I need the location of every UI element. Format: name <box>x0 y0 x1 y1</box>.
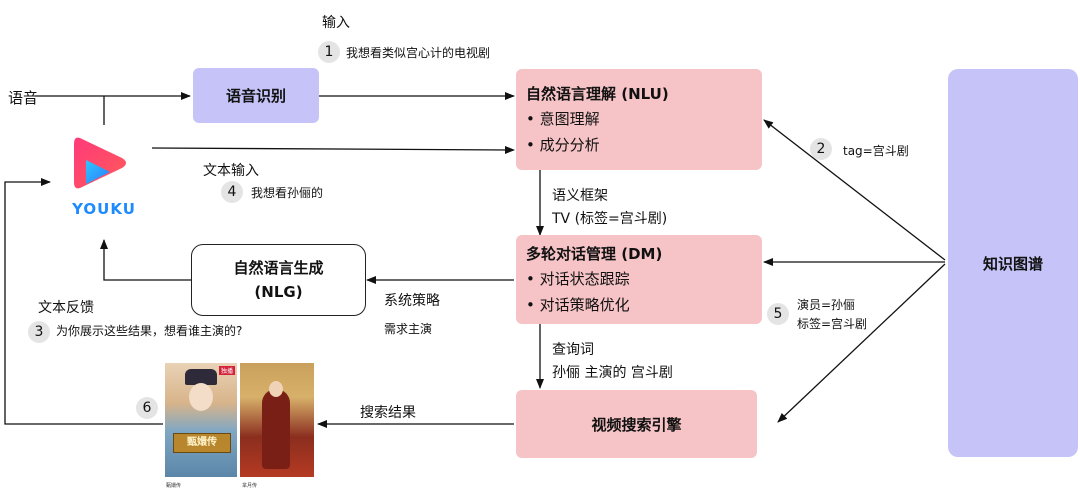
dm-bullet-2: • 对话策略优化 <box>526 295 630 314</box>
knowledge-graph-box: 知识图谱 <box>948 69 1078 457</box>
label-semantic-frame: 语义框架 <box>552 188 608 204</box>
poster-mi-yue <box>240 363 314 477</box>
youku-wordmark: YOUKU <box>72 200 136 218</box>
label-system-strategy: 系统策略 <box>384 293 440 309</box>
label-text-feedback: 文本反馈 <box>38 300 94 316</box>
poster-zhen-huan: 独播 甄嬛传 <box>165 363 237 477</box>
nlg-box: 自然语言生成 (NLG) <box>191 244 366 316</box>
step-text-1: 我想看类似宫心计的电视剧 <box>346 46 491 60</box>
label-search-results: 搜索结果 <box>360 405 416 421</box>
dm-bullet-1: • 对话状态跟踪 <box>526 269 630 288</box>
label-tag-kv: 标签=宫斗剧 <box>797 317 868 331</box>
dm-title: 多轮对话管理 (DM) <box>526 244 663 263</box>
poster-face-icon-2 <box>269 381 283 397</box>
nlg-line-2: (NLG) <box>254 283 303 301</box>
asr-label: 语音识别 <box>225 87 286 105</box>
step-badge-4: 4 <box>221 181 243 203</box>
arrow-nlg-to-logo <box>100 239 191 281</box>
label-input: 输入 <box>322 15 350 31</box>
poster-badge: 独播 <box>218 366 235 375</box>
arrow-kg-to-nlu <box>763 119 946 261</box>
nlu-box: 自然语言理解 (NLU) • 意图理解 • 成分分析 <box>516 69 762 170</box>
label-tv-tag: TV (标签=宫斗剧) <box>552 211 668 227</box>
nlu-bullet-2: • 成分分析 <box>526 135 600 154</box>
nlg-line-1: 自然语言生成 <box>233 259 324 277</box>
step-badge-1: 1 <box>318 41 340 63</box>
arrow-kg-to-search <box>777 263 946 423</box>
asr-box: 语音识别 <box>193 68 319 123</box>
poster-caption-2: 芈月传 <box>242 483 258 489</box>
nlu-title: 自然语言理解 (NLU) <box>526 84 669 103</box>
step-badge-3: 3 <box>28 321 50 343</box>
label-voice: 语音 <box>8 89 39 107</box>
label-text-input: 文本输入 <box>203 163 259 179</box>
nlu-bullet-1: • 意图理解 <box>526 109 600 128</box>
poster-title-plaque: 甄嬛传 <box>173 433 231 453</box>
step-text-4: 我想看孙俪的 <box>251 186 324 200</box>
search-engine-label: 视频搜索引擎 <box>591 415 682 434</box>
step-badge-2: 2 <box>810 138 832 160</box>
poster-caption-1: 甄嬛传 <box>166 483 182 489</box>
step-badge-5: 5 <box>767 303 789 325</box>
poster-headdress-icon <box>185 369 217 385</box>
dm-box: 多轮对话管理 (DM) • 对话状态跟踪 • 对话策略优化 <box>516 235 762 324</box>
poster-face-icon <box>189 383 213 411</box>
label-query-value: 孙俪 主演的 宫斗剧 <box>552 365 673 381</box>
step-badge-6: 6 <box>136 397 158 419</box>
poster-figure-icon <box>262 389 290 469</box>
arrow-posters-to-logo <box>4 178 163 425</box>
label-query: 查询词 <box>552 342 594 358</box>
youku-logo: YOUKU <box>64 132 144 222</box>
step-text-3: 为你展示这些结果，想看谁主演的? <box>56 324 243 338</box>
label-kg-tag: tag=宫斗剧 <box>843 144 909 158</box>
search-engine-box: 视频搜索引擎 <box>516 390 757 458</box>
youku-play-icon <box>74 137 126 189</box>
knowledge-graph-label: 知识图谱 <box>982 254 1043 273</box>
arrow-logo-to-nlu <box>151 145 515 154</box>
label-actor-kv: 演员=孙俪 <box>797 298 856 312</box>
label-need-actor: 需求主演 <box>384 322 433 336</box>
